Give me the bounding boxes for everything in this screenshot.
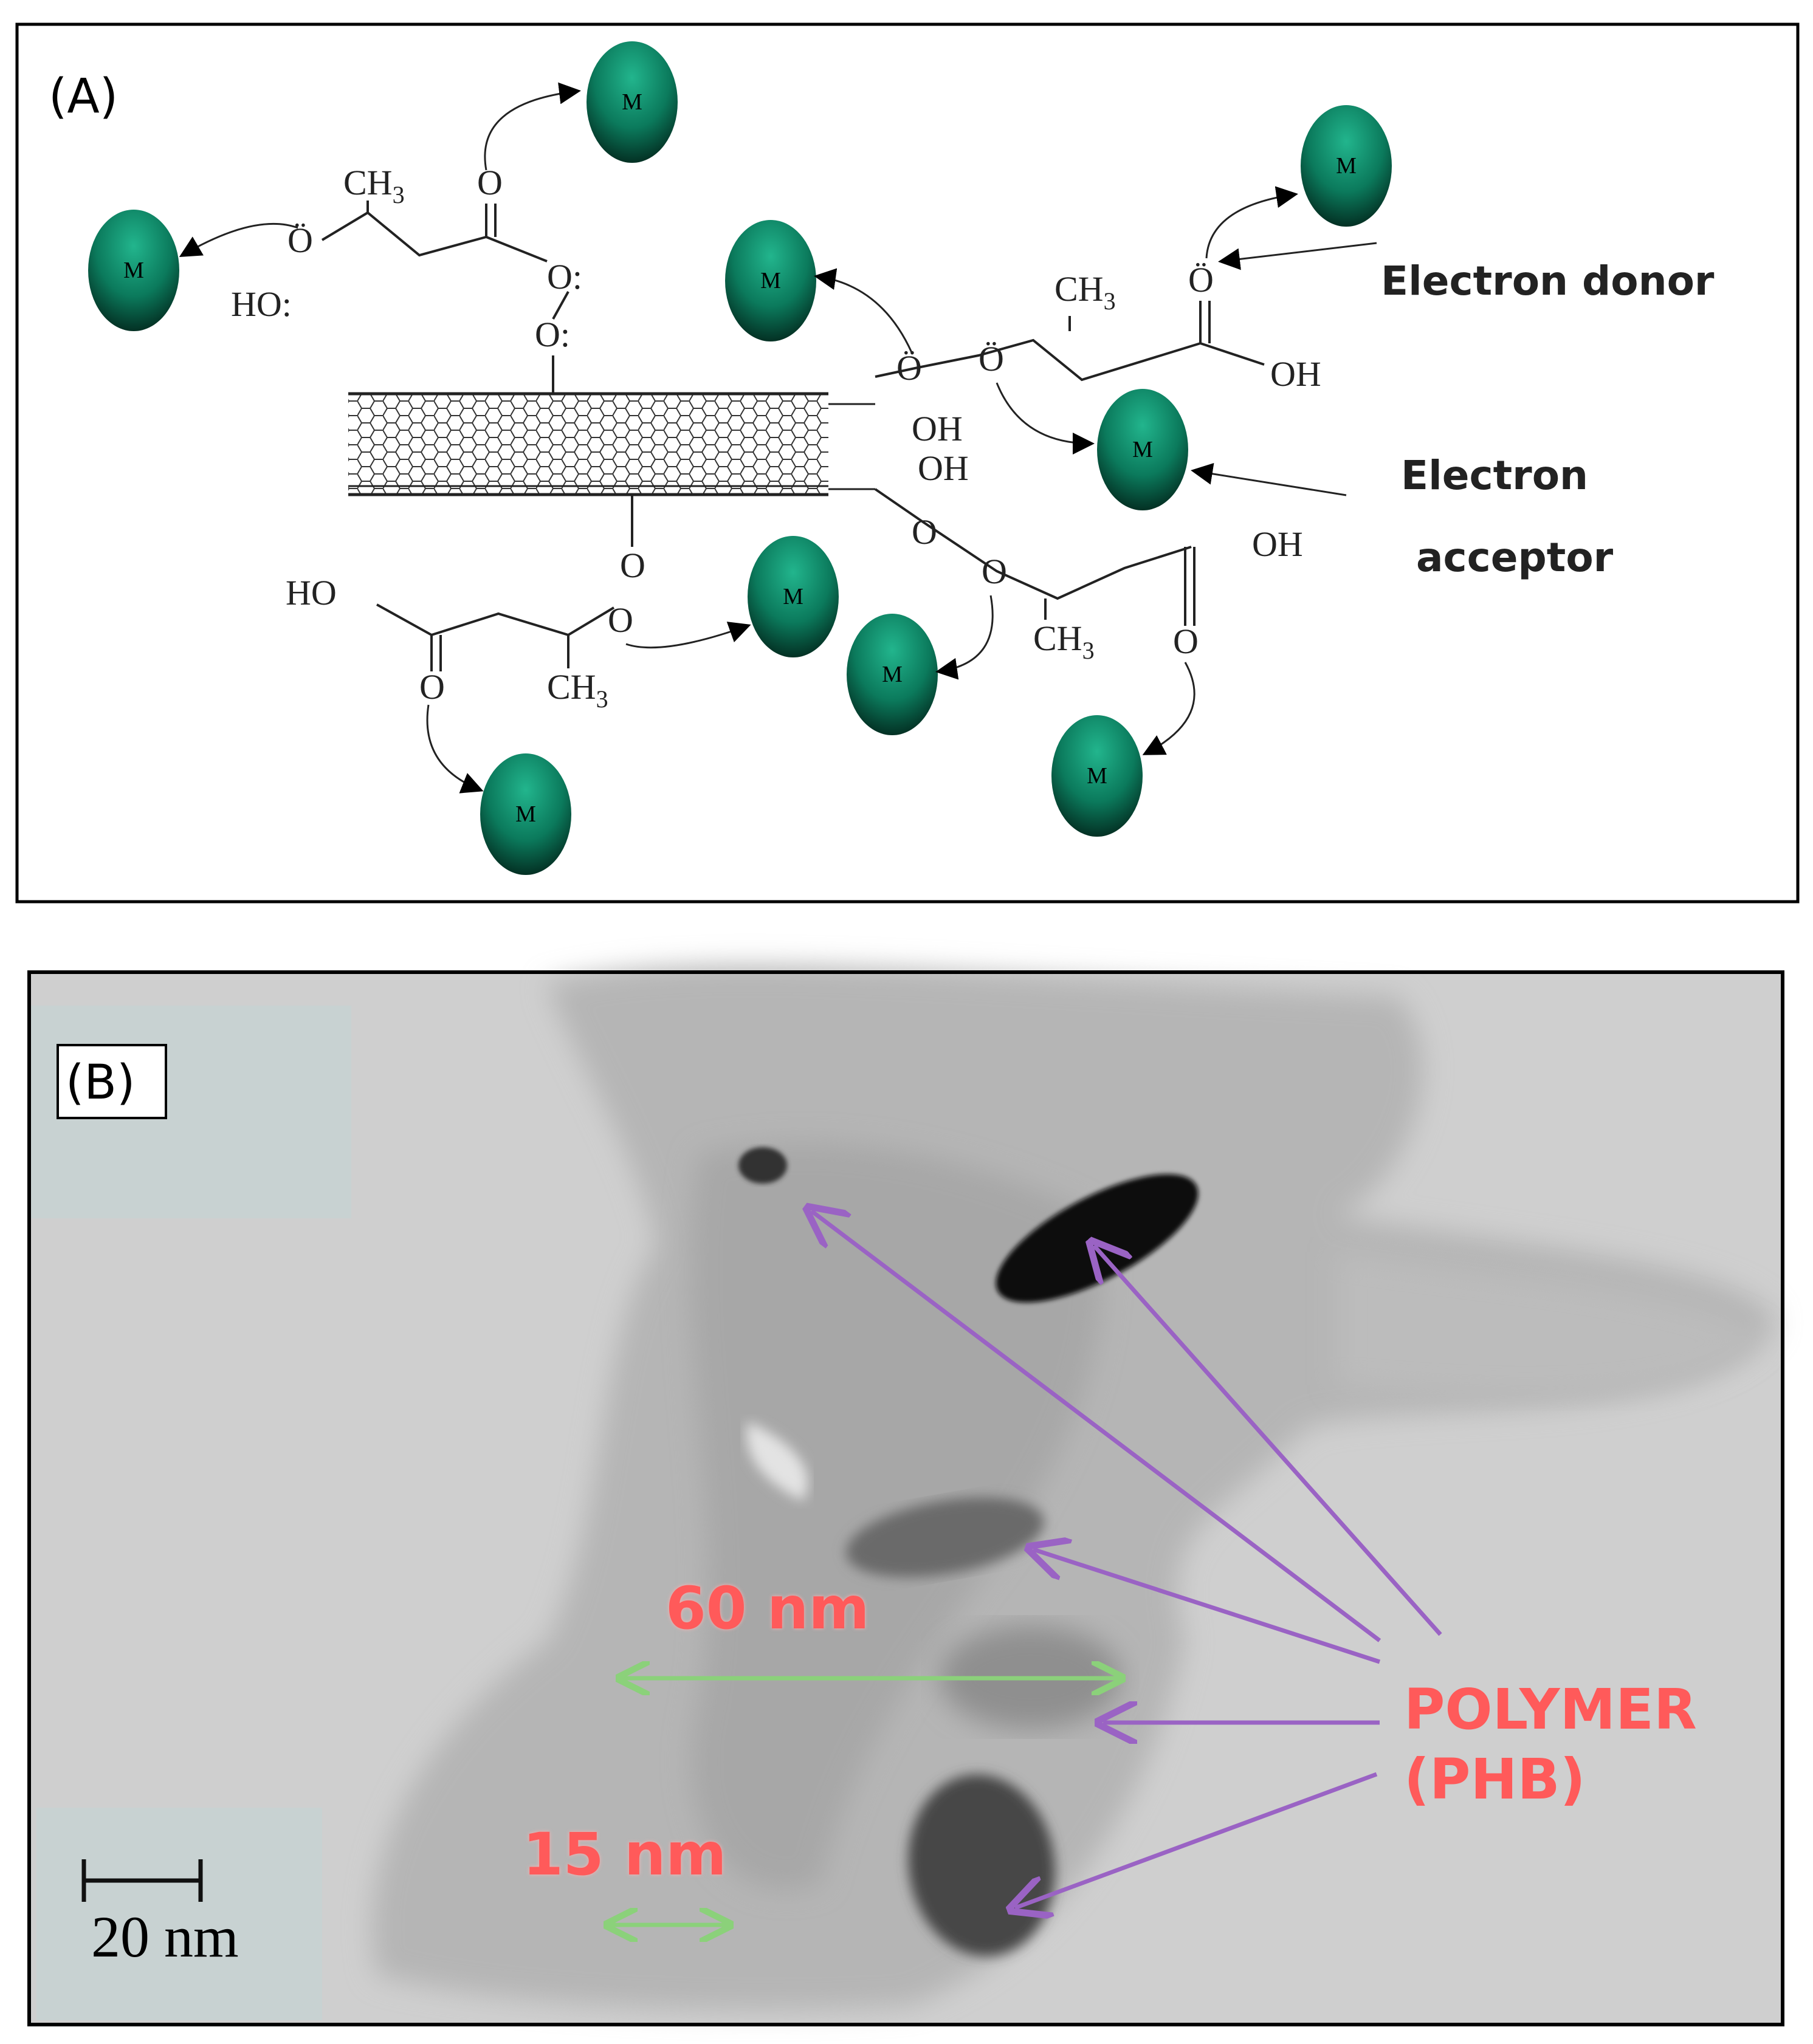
o-ester-top-left: Ö: [287, 221, 313, 260]
metal-ion: M: [725, 220, 816, 341]
o-link-top-left-1: O:: [547, 257, 582, 297]
svg-text:M: M: [1336, 153, 1357, 179]
o-link-bottom-2: O: [608, 600, 633, 640]
metal-ions: M M M M M M M M: [88, 41, 1392, 875]
o-carbonyl-top-right: Ö: [1188, 260, 1214, 300]
panel-a: (A): [15, 22, 1800, 904]
o-ester-top-right-1: Ö: [896, 348, 922, 388]
o-link-bottom-1: O: [620, 546, 645, 585]
metal-ion: M: [587, 41, 678, 163]
svg-text:M: M: [783, 584, 803, 609]
svg-text:M: M: [882, 662, 903, 687]
metal-ion: M: [1051, 715, 1143, 837]
measure-15nm-glow: 15 nm: [523, 1820, 726, 1888]
svg-text:M: M: [1087, 763, 1107, 789]
polymer-label-line2: (PHB): [1404, 1747, 1586, 1812]
ho-bottom-left: HO: [286, 573, 337, 612]
svg-text:M: M: [760, 268, 781, 293]
panel-b: (B) 60 nm 60 nm 15 nm 15 nm POLYMER (PHB…: [27, 965, 1784, 2026]
ch3-top-left: CH3: [343, 163, 405, 208]
measure-15nm-label: 15 nm: [523, 1820, 726, 1888]
bonds: [321, 201, 1265, 671]
scale-bar-inset: [36, 1808, 322, 2020]
ch3-top-right: CH3: [1054, 269, 1116, 315]
svg-text:M: M: [515, 801, 536, 827]
scale-bar: [81, 1859, 203, 1902]
o-carbonyl-top-left: O: [477, 163, 503, 202]
ch3-bottom-right: CH3: [1033, 619, 1095, 664]
ho-top-left: HO:: [231, 284, 292, 324]
phb-particle-small: [738, 1147, 787, 1184]
donation-arrows: [179, 82, 1298, 794]
metal-ion: M: [748, 536, 839, 657]
measure-60nm-label: 60 nm: [666, 1574, 869, 1642]
ch3-bottom-left: CH3: [547, 667, 608, 713]
oh-bottom-right: OH: [1252, 524, 1303, 564]
o-ester-bottom-right: O: [982, 552, 1007, 591]
panel-b-frame: [27, 970, 1784, 2026]
electron-acceptor-label-line1: Electron: [1401, 452, 1588, 499]
panel-a-label: (A): [49, 69, 118, 124]
metal-ion: M: [88, 210, 179, 331]
metal-ion: M: [480, 753, 571, 875]
panel-b-label-box: (B): [57, 1044, 167, 1119]
metal-ion: M: [1097, 389, 1188, 510]
carbon-nanotube: [348, 392, 875, 496]
scale-bar-label: 20 nm: [91, 1904, 239, 1969]
svg-text:M: M: [123, 258, 144, 283]
oh-top-right: OH: [1270, 354, 1321, 394]
measure-60nm-glow: 60 nm: [666, 1574, 869, 1642]
svg-text:M: M: [1132, 437, 1153, 462]
o-link-bottom-right-1: O: [912, 512, 937, 552]
panel-b-label: (B): [66, 1055, 135, 1110]
electron-acceptor-label-line2: acceptor: [1416, 534, 1614, 581]
svg-text:M: M: [622, 89, 642, 115]
phb-particle-middle: [846, 1497, 1044, 1577]
o-carbonyl-bottom-right: O: [1173, 622, 1199, 661]
metal-ion: M: [1301, 105, 1392, 227]
metal-ion: M: [847, 614, 938, 735]
polymer-arrows: [811, 1211, 1442, 1908]
oh-tube-bottom: OH: [918, 448, 969, 488]
o-carbonyl-bottom-left: O: [419, 667, 445, 707]
annotation-arrows: [1191, 242, 1377, 496]
polymer-label-line1: POLYMER: [1404, 1677, 1697, 1742]
o-link-top-left-2: O:: [535, 315, 570, 354]
panel-a-frame: [15, 22, 1800, 904]
electron-donor-label: Electron donor: [1381, 258, 1715, 304]
o-ester-top-right-2: Ö: [979, 339, 1004, 379]
oh-tube-top: OH: [912, 409, 963, 448]
